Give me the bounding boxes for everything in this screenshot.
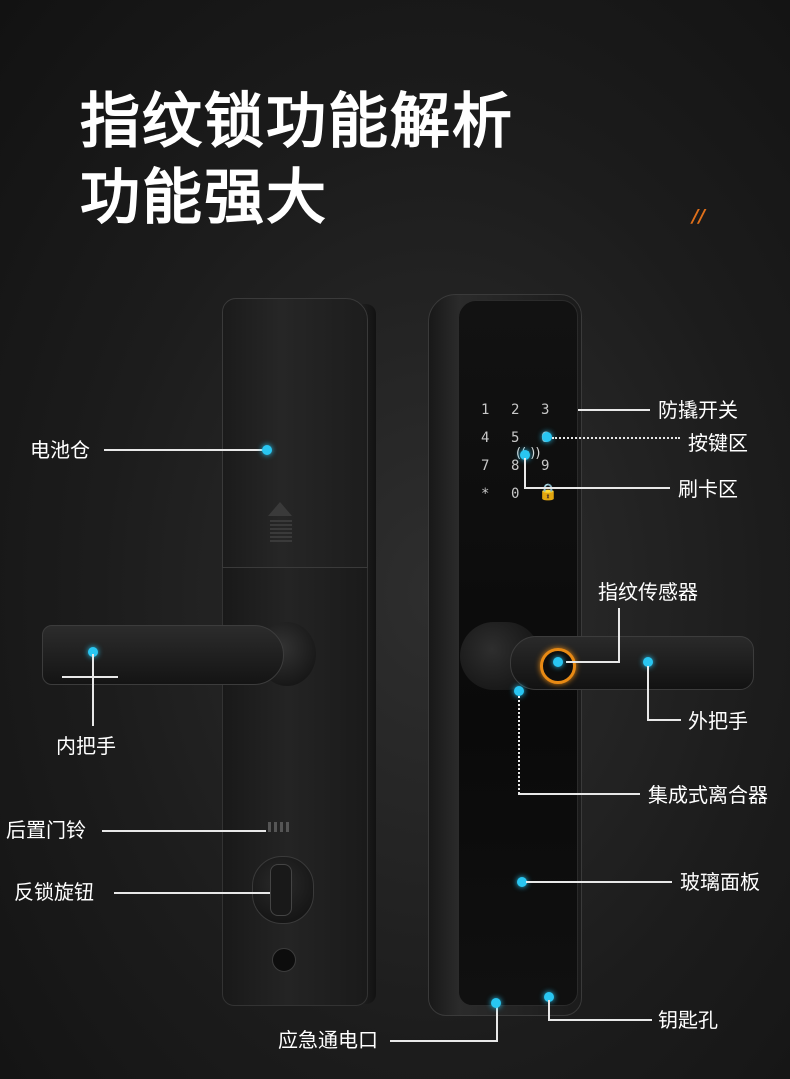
label-anti-pry-switch: 防撬开关: [658, 398, 738, 422]
callout-dot: [514, 686, 524, 696]
title-line-2: 功能强大: [80, 163, 328, 233]
callout-line: [518, 696, 520, 794]
label-battery: 电池仓: [30, 438, 90, 462]
callout-line: [578, 409, 650, 411]
callout-line: [114, 892, 270, 894]
label-inner-handle: 内把手: [56, 734, 116, 758]
keypad-key: *: [481, 486, 490, 502]
lock-icon: 🔒: [538, 482, 558, 501]
label-keyhole: 钥匙孔: [658, 1008, 718, 1032]
keypad-key: 0: [511, 486, 520, 502]
anti-lock-knob: [270, 864, 292, 916]
callout-dot: [542, 432, 552, 442]
keypad-key: 8: [511, 458, 520, 474]
callout-line: [647, 666, 649, 720]
callout-dot: [544, 992, 554, 1002]
battery-grip-icon: [270, 520, 292, 542]
callout-dot: [520, 450, 530, 460]
battery-cover: [222, 298, 368, 568]
battery-arrow-icon: [268, 502, 292, 516]
label-rear-doorbell: 后置门铃: [6, 818, 86, 842]
keypad-key: 4: [481, 430, 490, 446]
callout-line: [566, 661, 620, 663]
callout-line: [526, 881, 672, 883]
keypad-key: 2: [511, 402, 520, 418]
callout-dot: [262, 445, 272, 455]
decorative-slashes: //: [692, 206, 706, 227]
label-glass-panel: 玻璃面板: [680, 870, 760, 894]
keypad-key: 9: [541, 458, 550, 474]
keypad-key: 3: [541, 402, 550, 418]
callout-line: [618, 608, 620, 662]
inner-handle: [42, 625, 284, 685]
doorbell-speaker-icon: [268, 822, 292, 832]
callout-line: [496, 1004, 498, 1042]
callout-line: [524, 487, 670, 489]
keypad-key: 1: [481, 402, 490, 418]
callout-dot: [491, 998, 501, 1008]
emergency-port-hole: [272, 948, 296, 972]
callout-line: [548, 1000, 550, 1020]
callout-dot: [88, 647, 98, 657]
callout-line: [518, 793, 640, 795]
callout-dot: [517, 877, 527, 887]
callout-line: [548, 1019, 652, 1021]
callout-line: [647, 719, 681, 721]
label-outer-handle: 外把手: [688, 709, 748, 733]
label-card-area: 刷卡区: [678, 477, 738, 501]
keypad-key: 7: [481, 458, 490, 474]
keypad-key: 5: [511, 430, 520, 446]
label-keypad-area: 按键区: [688, 431, 748, 455]
callout-line: [390, 1040, 496, 1042]
callout-line: [104, 449, 268, 451]
callout-dot: [643, 657, 653, 667]
title-line-1: 指纹锁功能解析: [80, 87, 514, 157]
callout-line: [102, 830, 266, 832]
label-clutch: 集成式离合器: [648, 783, 768, 807]
callout-line: [92, 654, 94, 726]
callout-line: [62, 676, 118, 678]
label-fingerprint-sensor: 指纹传感器: [598, 580, 698, 604]
callout-dot: [553, 657, 563, 667]
label-anti-lock-knob: 反锁旋钮: [14, 880, 94, 904]
label-emergency-power: 应急通电口: [278, 1028, 378, 1052]
callout-line: [524, 458, 526, 488]
callout-line: [552, 437, 680, 439]
